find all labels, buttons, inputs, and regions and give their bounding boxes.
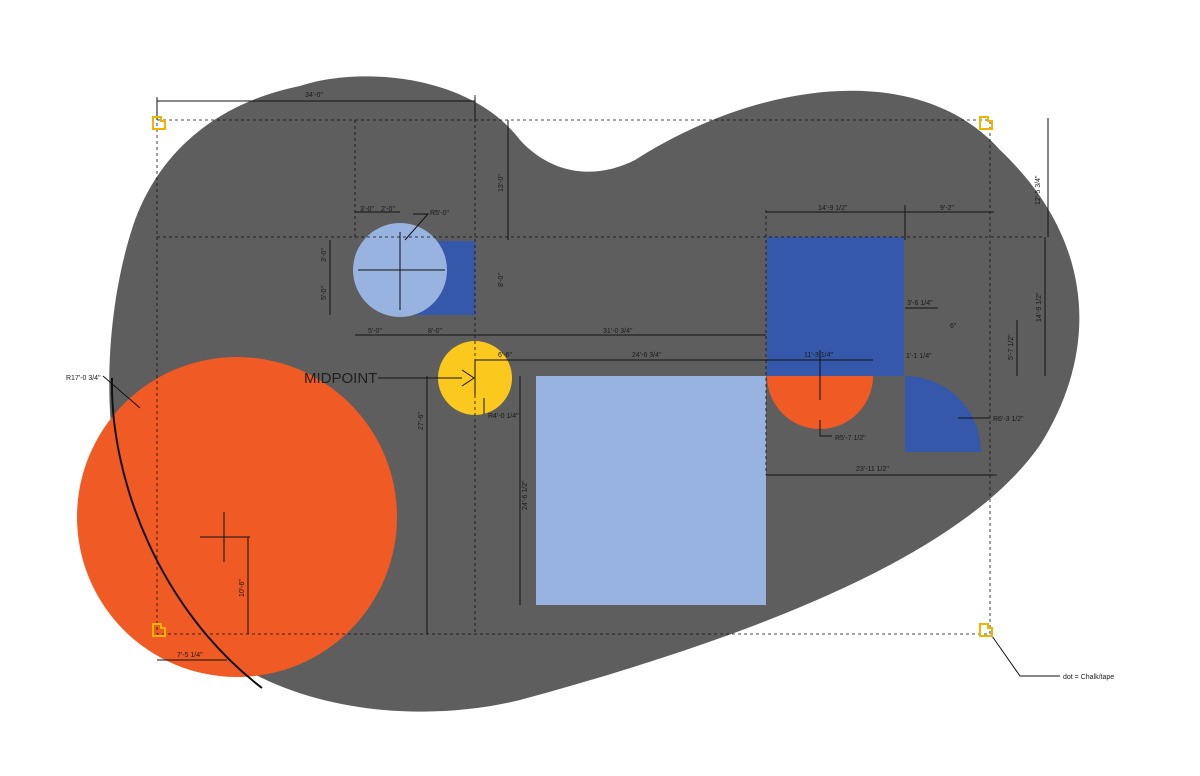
label-top-right-height: 12'-5 3/4" [1035,175,1042,205]
label-legend: dot = Chalk/tape [1063,674,1114,681]
light-blue-square [536,376,766,605]
label-orange-radius: R5'-7 1/2" [835,435,866,442]
label-bottom-right-h: 23'-11 1/2" [856,466,889,473]
label-side-3: 3'-0" [321,248,328,262]
label-quarter-radius: R6'-3 1/2" [993,416,1024,423]
leader-legend [991,635,1060,677]
big-radius-arc [110,377,263,689]
corner-mark-tl [152,116,166,130]
leader-orange-r [819,420,832,437]
label-long-h: 31'-0 3/4" [603,328,633,335]
label-small-r4: 1'-1 1/4" [906,353,932,360]
label-small-r2: 6" [950,323,957,330]
label-right-v: 14'-9 1/2" [1036,292,1043,322]
label-small-a: 3'-0" [360,206,374,213]
label-yellow-6: 6'-6" [498,352,512,359]
label-top-width: 34'-0" [305,92,323,99]
label-midpoint: MIDPOINT [304,370,377,387]
label-orange-w: 11'-3 1/4" [804,352,834,359]
label-left-vertical: 27'-6" [418,412,425,430]
label-upper-vertical: 13'-0" [498,174,505,192]
dark-blue-rect [767,237,904,376]
label-right-w1: 14'-9 1/2" [818,205,848,212]
label-big-h: 7'-5 1/4" [177,652,203,659]
label-small-b: 2'-0" [381,206,395,213]
label-square-height: 24'-6 1/2" [522,480,529,510]
label-small-r1: 3'-6 1/4" [907,300,933,307]
label-right-w2: 9'-2" [940,205,954,212]
leader-r5 [404,213,430,241]
leader-big-radius [102,375,141,409]
label-small-r3: 5'-7 1/2" [1008,334,1015,360]
corner-mark-bl [152,623,166,637]
layout-boundary [156,119,991,635]
midpoint-arrowhead [461,369,475,387]
corner-mark-tr [979,116,993,130]
label-bottom-8: 8'-0" [428,328,442,335]
label-big-radius: R17'-0 3/4" [66,375,101,382]
label-right-8: 8'-0" [498,273,505,287]
large-orange-circle [77,357,397,677]
label-mid-h: 24'-6 3/4" [632,352,662,359]
dark-blue-quarter [905,376,981,452]
label-yellow-radius: R4'-0 1/4" [488,413,519,420]
label-bottom-5: 5'-0" [368,328,382,335]
label-big-vertical: 10'-6" [239,579,246,597]
label-side-5: 5'-0" [321,286,328,300]
label-radius-circle: R5'-0" [430,210,450,217]
orange-half-circle [767,376,873,429]
corner-mark-br [979,623,993,637]
